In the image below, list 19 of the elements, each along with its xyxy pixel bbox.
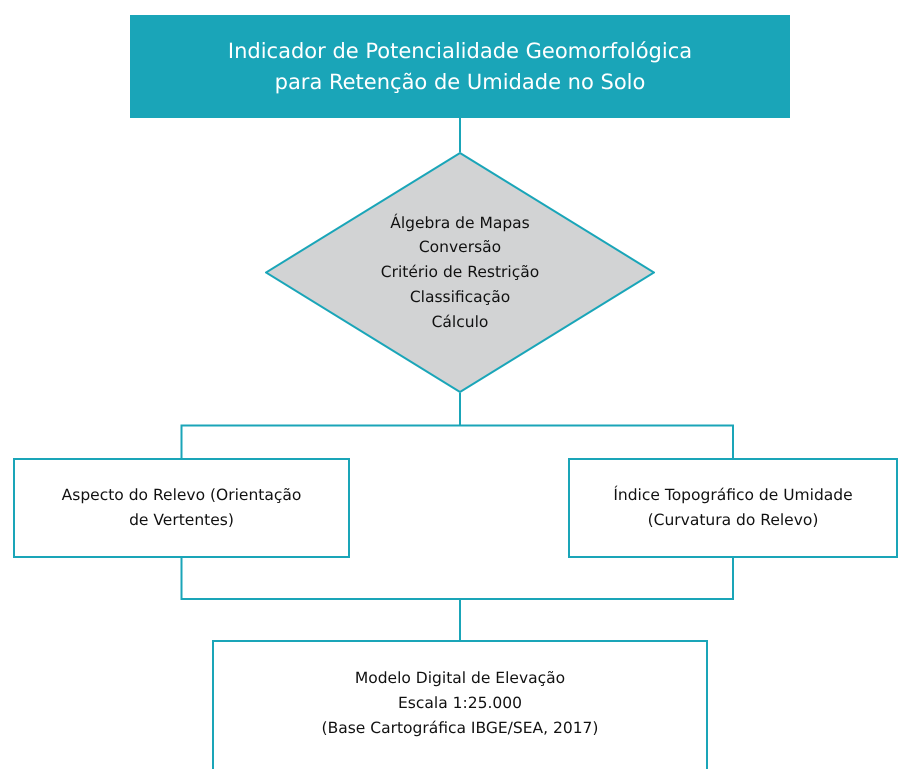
- node-label: Escala 1:25.000: [398, 692, 522, 714]
- node-label: Modelo Digital de Elevação: [354, 668, 566, 689]
- node-label: Aspecto do Relevo (Orientação de Vertentes): [60, 485, 302, 531]
- connector-line: [459, 393, 734, 458]
- process-box: [568, 458, 898, 558]
- process-box: [13, 458, 350, 558]
- node-label: Álgebra de Mapas: [390, 212, 530, 234]
- node-label: Índice Topográfico de Umidade (Curvatura do Relevo): [612, 484, 854, 531]
- title-box: [130, 15, 790, 118]
- node-label: Indicador de Potencialidade Geomorfológica para Retenção de Umidade no Solo: [226, 38, 694, 96]
- connector-line: [459, 558, 734, 640]
- process-box: [212, 640, 708, 769]
- node-label: Classificação: [410, 286, 510, 308]
- node-label: Conversão: [418, 237, 502, 258]
- node-label: Cálculo: [432, 312, 488, 333]
- node-label: (Base Cartográfica IBGE/SEA, 2017): [322, 718, 598, 739]
- decision-diamond: [265, 152, 655, 393]
- node-label: Critério de Restrição: [380, 262, 540, 284]
- connector-line: [459, 118, 461, 152]
